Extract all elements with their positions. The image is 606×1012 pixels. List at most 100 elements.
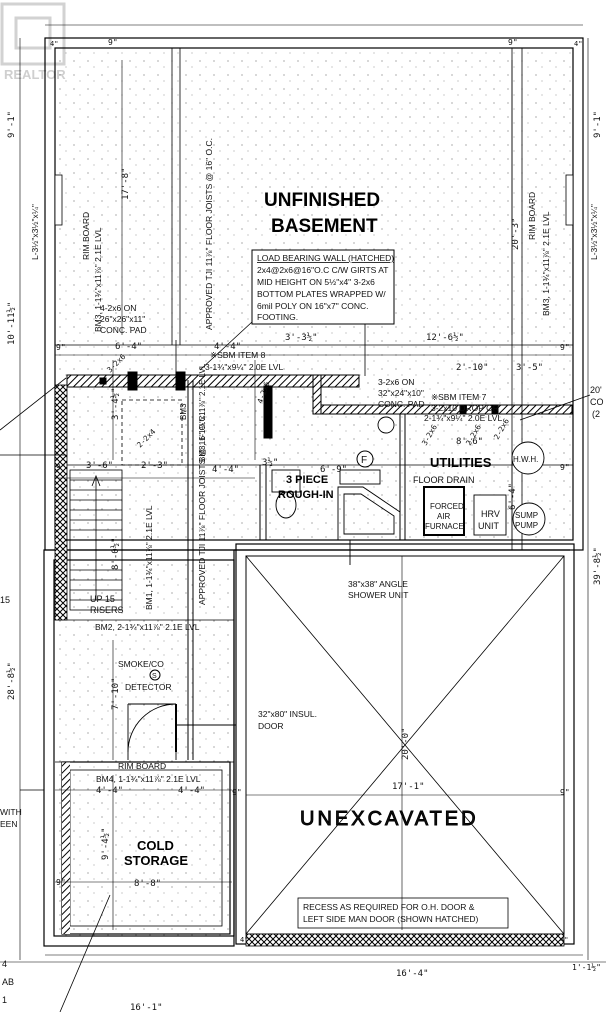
hrv-line1: HRV [481, 509, 500, 519]
recess-note-line2: LEFT SIDE MAN DOOR (SHOWN HATCHED) [303, 914, 479, 924]
dim-4-4-b: 4'-4" [178, 786, 205, 796]
dim-20-3: 20'-3" [511, 217, 521, 250]
cold-storage-label-line2: STORAGE [124, 853, 188, 868]
pad-center-line2: 32"x24"x10" [378, 388, 424, 398]
shower-line2: SHOWER UNIT [348, 590, 408, 600]
load-bearing-note-box: LOAD BEARING WALL (HATCHED) 2x4@2x6@16"O… [199, 249, 395, 376]
rim-board-bottom: RIM BOARD [118, 761, 166, 771]
furnace-line3: FURNACE [425, 522, 464, 531]
dim-4-in-d: 4" [560, 936, 568, 944]
door-line2: DOOR [258, 721, 284, 731]
furnace-line1: FORCED [430, 502, 464, 511]
dim-4-in-c: 4" [240, 936, 248, 944]
dim-right-39-8: 39'-8½" [592, 547, 603, 585]
dim-9-in-e: 9" [108, 38, 118, 47]
leader-lines [0, 340, 591, 1012]
sbm7-line3: 2-1¾"x9¼" 2.0E LVL [424, 413, 502, 423]
dim-8-0: 8'-0½" [110, 537, 121, 570]
dim-6-4: 6'-4" [115, 342, 142, 352]
dim-4-in-a: 4" [50, 40, 58, 48]
load-bearing-title: LOAD BEARING WALL (HATCHED) [257, 253, 394, 263]
dim-3-3: 3'-3½" [285, 332, 318, 343]
cold-storage-label-line1: COLD [137, 838, 174, 853]
recess-note-line1: RECESS AS REQUIRED FOR O.H. DOOR & [303, 902, 475, 912]
pad-left-line2: 26"x26"x11" [100, 314, 145, 324]
dimension-lines [0, 24, 606, 963]
rim-right-label: RIM BOARD [527, 192, 537, 240]
pad-center-line1: 3-2x6 ON [378, 377, 414, 387]
dim-4-4-mid: 4'-4" [212, 465, 239, 475]
dim-6-4-v: 6'-4" [508, 483, 518, 510]
floor-drain-icon: F [356, 450, 374, 468]
dim-9-in-b: 9" [560, 343, 570, 352]
with-screen-line1: WITH [0, 807, 22, 817]
unexcavated-garage: RECESS AS REQUIRED FOR O.H. DOOR & LEFT … [235, 543, 575, 947]
dim-3-4: 3'-4½" [110, 387, 121, 420]
dim-9-in-d: 9" [560, 463, 570, 472]
sump-line1: SUMP [515, 511, 538, 520]
joists-bottom: APPROVED TJI 11⅞" FLOOR JOISTS @ 16" O.C… [197, 413, 207, 605]
slab-line1: AB [2, 977, 14, 987]
sbm7-line2: 3-2x10 DROP OR [431, 403, 499, 413]
utilities-label: UTILITIES [430, 455, 492, 470]
load-bearing-line1: 2x4@2x6@16"O.C C/W GIRTS AT [257, 265, 388, 275]
dim-bottom-cut: 16'-1" [130, 1003, 163, 1012]
edge-right-line2: CO [590, 397, 604, 407]
dim-3-6: 3'-6" [86, 461, 113, 471]
floor-drain-label: FLOOR DRAIN [413, 475, 475, 485]
unexcavated-label: UNEXCAVATED [300, 808, 479, 830]
dim-9-in-h: 9" [560, 788, 570, 797]
hwh-label: H.W.H. [513, 455, 538, 464]
staircase [69, 399, 183, 611]
pad-left-line1: 4-2x6 ON [100, 303, 136, 313]
dim-4-4-top: 4'-4" [214, 342, 241, 352]
dim-6-9: 6'-9" [320, 465, 347, 475]
edge-right-line3: (2 [592, 409, 600, 419]
sbm8-line2: 3-1¾"x9¼" 2.0E LVL [205, 362, 283, 372]
dim-1-1: 1'-1½" [572, 962, 601, 972]
dim-right-9-1: 9'-1" [593, 111, 603, 138]
dim-9-4: 9'-4½" [100, 827, 111, 860]
bm3-short: BM3 [179, 403, 188, 420]
cold-storage-room: COLD STORAGE [61, 761, 231, 935]
slab-line2: 1 [2, 995, 7, 1005]
hrv-line2: UNIT [478, 521, 499, 531]
dim-left-10-11: 10'-11½" [6, 302, 17, 345]
dim-3-5: 3'-5" [516, 363, 543, 373]
svg-text:S: S [152, 673, 157, 680]
sbm7-line1: ※SBM ITEM 7 [431, 392, 487, 402]
stairs-note-line2: RISERS [90, 605, 124, 615]
load-bearing-line3: BOTTOM PLATES WRAPPED W/ [257, 289, 386, 299]
pad-center-line3: CONC. PAD [378, 399, 425, 409]
dim-12-6: 12'-6½" [426, 332, 464, 343]
realtor-logo: REALTOR [0, 2, 66, 82]
rough-in-line1: 3 PIECE [286, 474, 328, 486]
load-bearing-line5: FOOTING. [257, 312, 298, 322]
dim-16-4: 16'-4" [396, 969, 429, 979]
dim-17-8: 17'-8" [121, 167, 131, 200]
foundation-walls [43, 37, 584, 947]
pad-left-line3: CONC. PAD [100, 325, 147, 335]
lintel-right-label: L-3½"x3½"x¼" [589, 204, 599, 260]
realtor-watermark: REALTOR [4, 67, 66, 82]
stairs-note-line1: UP 15 [90, 594, 115, 604]
bm3-vertical-label: BM3, 1-1¾"x11⅞" 2.1E LVL [198, 363, 207, 462]
dim-20-0: 20'-0" [401, 727, 411, 760]
bm2-label: BM2, 2-1¾"x11⅞" 2.1E LVL [95, 622, 200, 632]
dim-9-in-c: 9" [56, 463, 66, 472]
edge-right-line1: 20' [590, 385, 602, 395]
dim-4-in-b: 4" [574, 40, 582, 48]
dim-2-10: 2'-10" [456, 363, 489, 373]
smoke-line2: DETECTOR [125, 682, 172, 692]
dim-4-4-a: 4'-4" [96, 786, 123, 796]
shower-line1: 38"x38" ANGLE [348, 579, 408, 589]
furnace-line2: AIR [437, 512, 451, 521]
basement-label-line2: BASEMENT [271, 216, 378, 237]
sump-line2: PUMP [515, 521, 538, 530]
load-bearing-line4: 6mil POLY ON 16"x7" CONC. [257, 301, 369, 311]
edge-num-4: 4 [2, 959, 7, 969]
dim-9-in-a: 9" [56, 343, 66, 352]
dim-8-6: 8'-6" [456, 437, 483, 447]
dim-9-in-f: 9" [508, 38, 518, 47]
dim-7-10: 7'-10" [111, 677, 121, 710]
